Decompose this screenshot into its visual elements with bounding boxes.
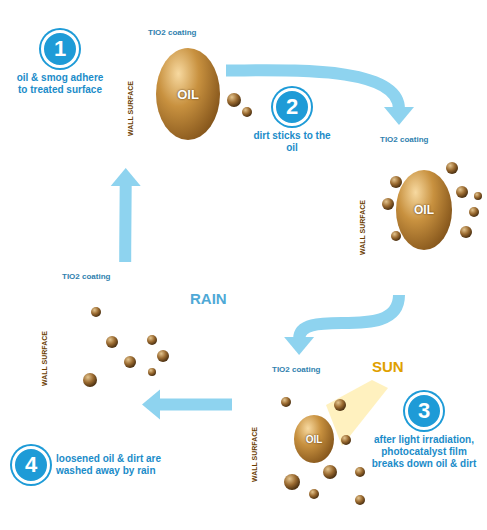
wall-label: WALL SURFACE bbox=[41, 330, 48, 385]
arrow-body bbox=[119, 184, 132, 262]
sun-label: SUN bbox=[372, 358, 404, 375]
panel-shape bbox=[22, 262, 142, 422]
dirt-particles bbox=[83, 93, 482, 505]
rain-streaks bbox=[62, 298, 134, 398]
wall-side bbox=[24, 272, 36, 420]
wall-side bbox=[110, 28, 122, 166]
oil-droplet: OIL bbox=[294, 415, 334, 463]
oil-label: OIL bbox=[177, 87, 199, 102]
cycle-arrow bbox=[284, 295, 399, 355]
callout-number: 2 bbox=[273, 88, 311, 126]
step-description: loosened oil & dirt are washed away by r… bbox=[56, 453, 190, 477]
wall-front bbox=[36, 266, 52, 420]
step-callout: 1 oil & smog adhere to treated surface bbox=[14, 30, 106, 96]
step-description: oil & smog adhere to treated surface bbox=[14, 72, 106, 96]
coating-label: TIO2 coating bbox=[272, 365, 320, 374]
callout-number: 4 bbox=[12, 446, 50, 484]
arrow-body bbox=[226, 70, 399, 109]
oil-droplet: OIL bbox=[156, 48, 220, 140]
arrow-head bbox=[142, 389, 160, 419]
step-callout: 2 dirt sticks to the oil bbox=[250, 88, 334, 154]
step-description: dirt sticks to the oil bbox=[250, 130, 334, 154]
coating-plane bbox=[266, 355, 352, 516]
wall-side bbox=[342, 135, 354, 293]
wall-front bbox=[246, 359, 262, 518]
step-callout: 4loosened oil & dirt are washed away by … bbox=[12, 446, 190, 484]
coating-label: TIO2 coating bbox=[62, 272, 110, 281]
wall-label: WALL SURFACE bbox=[127, 80, 134, 135]
oil-label: OIL bbox=[414, 203, 434, 217]
panel-shape bbox=[232, 355, 354, 520]
callout-number: 1 bbox=[41, 30, 79, 68]
coated-wall-panel: TIO2 coatingWALL SURFACE bbox=[22, 262, 142, 422]
cycle-arrow bbox=[111, 168, 141, 262]
coated-wall-panel: TIO2 coatingWALL SURFACE OIL bbox=[340, 125, 458, 295]
step-description: after light irradiation, photocatalyst f… bbox=[368, 434, 480, 470]
arrow-head bbox=[111, 168, 141, 186]
wall-label: WALL SURFACE bbox=[359, 199, 366, 254]
rain-label: RAIN bbox=[190, 290, 227, 307]
coating-plane bbox=[374, 125, 456, 291]
coating-plane bbox=[56, 262, 140, 418]
oil-droplet: OIL bbox=[396, 170, 452, 250]
arrow-body bbox=[158, 398, 232, 410]
coating-plane bbox=[142, 18, 224, 164]
wall-label: WALL SURFACE bbox=[251, 426, 258, 481]
arrow-body bbox=[299, 295, 399, 339]
wall-side bbox=[234, 365, 246, 518]
coated-wall-panel: TIO2 coatingWALL SURFACE OIL bbox=[232, 355, 354, 520]
wall-front bbox=[122, 22, 138, 166]
oil-label: OIL bbox=[306, 434, 323, 445]
step-callout: 3 after light irradiation, photocatalyst … bbox=[368, 392, 480, 470]
coating-label: TIO2 coating bbox=[380, 135, 428, 144]
callout-number: 3 bbox=[405, 392, 443, 430]
cycle-arrow bbox=[142, 389, 232, 419]
coating-label: TIO2 coating bbox=[148, 28, 196, 37]
wall-front bbox=[354, 129, 370, 293]
coated-wall-panel: TIO2 coatingWALL SURFACE OIL bbox=[108, 18, 226, 168]
arrow-head bbox=[284, 337, 314, 355]
cycle-arrow bbox=[226, 70, 414, 125]
arrow-head bbox=[384, 107, 414, 125]
